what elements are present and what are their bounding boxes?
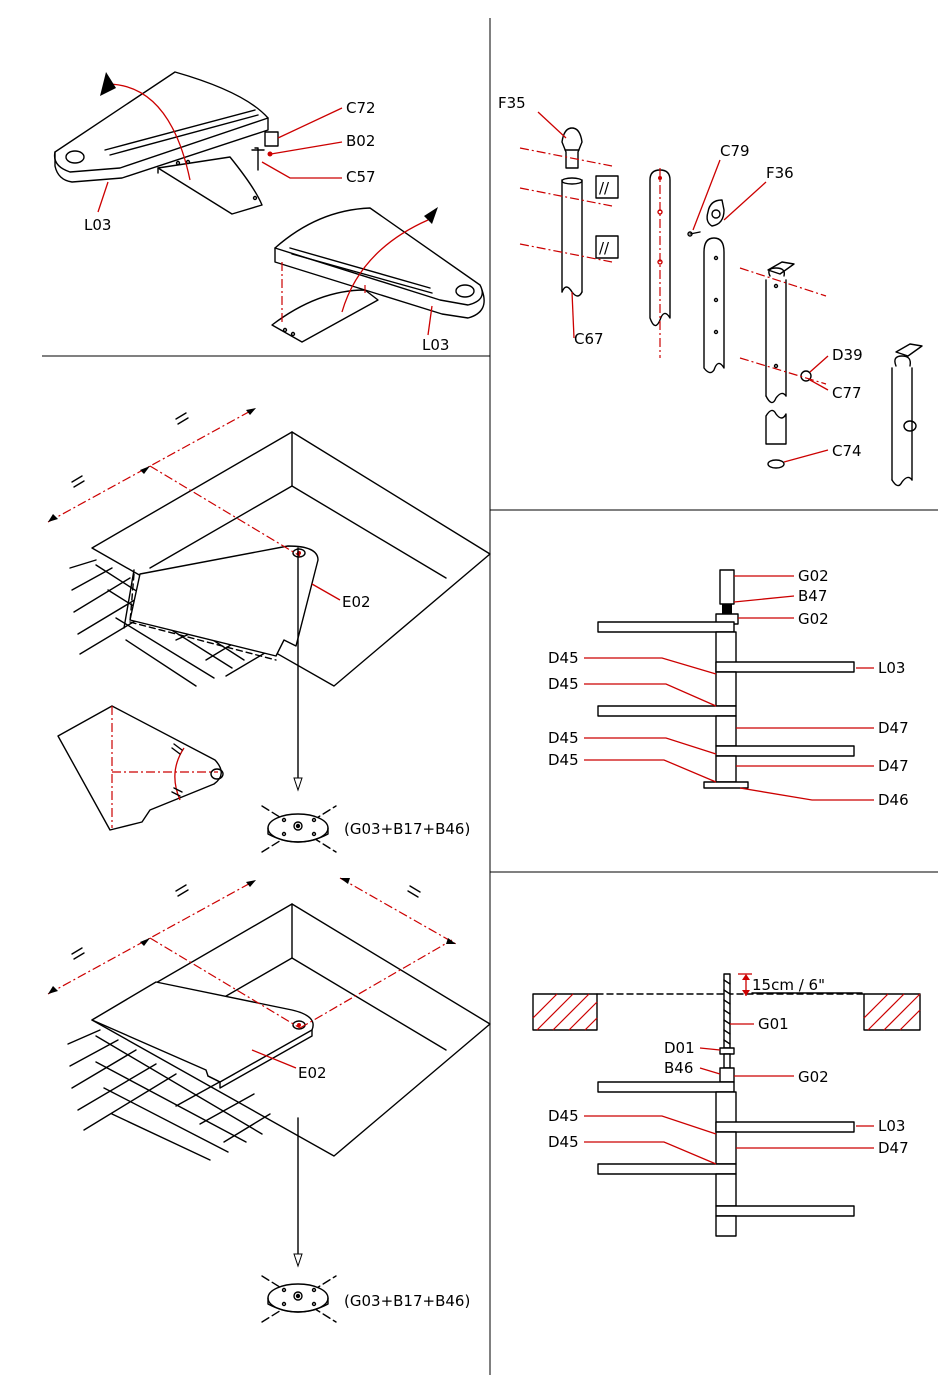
- label-e02-lower: E02: [298, 1064, 327, 1082]
- label-d01: D01: [664, 1039, 695, 1057]
- post-5: [892, 344, 922, 486]
- label-l03-low: L03: [878, 1117, 905, 1135]
- label-d45-1: D45: [548, 649, 579, 667]
- label-b46: B46: [664, 1059, 693, 1077]
- label-f36: F36: [766, 164, 794, 182]
- label-d45-5: D45: [548, 1107, 579, 1125]
- label-height-15cm: 15cm / 6": [752, 976, 825, 994]
- panel-separators: [42, 18, 938, 1375]
- step-tread-left: [55, 72, 278, 214]
- step-tread-right: [272, 207, 484, 342]
- label-d45-4: D45: [548, 751, 579, 769]
- label-c79: C79: [720, 142, 750, 160]
- panel-column-stack: G02 B47 G02 D45 D45 L03 D47 D45 D45 D47 …: [548, 567, 909, 809]
- label-d45-6: D45: [548, 1133, 579, 1151]
- label-d39: D39: [832, 346, 863, 364]
- post-4: [766, 262, 811, 468]
- base-plate-lower: [262, 1276, 336, 1322]
- label-l03-mid: L03: [878, 659, 905, 677]
- label-d47-2: D47: [878, 757, 909, 775]
- panel-floor-upper: E02 (G03+B17+B46): [48, 408, 490, 852]
- post-1: [562, 128, 582, 296]
- label-c67: C67: [574, 330, 604, 348]
- panel-step-assembly: C72 B02 C57 L03 L03: [55, 72, 485, 354]
- label-l03-right: L03: [422, 336, 449, 354]
- post-3: [688, 200, 724, 373]
- glass-mark-2: //: [599, 239, 610, 257]
- label-l03: L03: [84, 216, 111, 234]
- label-g02-b: G02: [798, 610, 829, 628]
- label-g01: G01: [758, 1015, 789, 1033]
- label-c74: C74: [832, 442, 862, 460]
- label-f35: F35: [498, 94, 526, 112]
- label-combo-lower: (G03+B17+B46): [344, 1292, 470, 1310]
- label-c77: C77: [832, 384, 862, 402]
- label-d47-1: D47: [878, 719, 909, 737]
- label-c72: C72: [346, 99, 376, 117]
- panel-floor-lower: E02 (G03+B17+B46): [48, 878, 490, 1322]
- label-b47: B47: [798, 587, 827, 605]
- label-combo-upper: (G03+B17+B46): [344, 820, 470, 838]
- label-d45-3: D45: [548, 729, 579, 747]
- label-d47-3: D47: [878, 1139, 909, 1157]
- label-g02-c: G02: [798, 1068, 829, 1086]
- base-plate-upper: [262, 806, 336, 852]
- label-c57: C57: [346, 168, 376, 186]
- label-g02-a: G02: [798, 567, 829, 585]
- panel-railing-posts: // // F35 C67 C79 F36: [498, 94, 922, 486]
- glass-mark-1: //: [599, 179, 610, 197]
- post-2: [650, 168, 670, 358]
- label-e02-upper: E02: [342, 593, 371, 611]
- label-b02: B02: [346, 132, 375, 150]
- label-d46: D46: [878, 791, 909, 809]
- label-d45-2: D45: [548, 675, 579, 693]
- panel-ceiling-anchor: 15cm / 6" G01 D01 B46 G02 D45 L03 D45 D4…: [533, 974, 920, 1236]
